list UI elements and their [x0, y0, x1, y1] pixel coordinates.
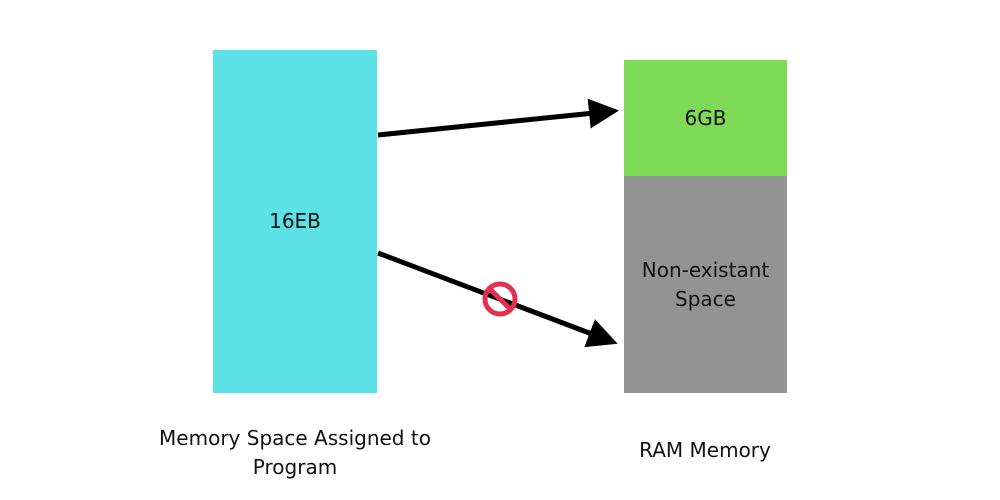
- ram-nonexistent-label: Non-existant Space: [641, 257, 770, 311]
- ram-nonexistent-block: Non-existant Space: [624, 176, 787, 393]
- arrow-to-ram: [377, 98, 619, 138]
- program-memory-block: 16EB: [213, 50, 377, 393]
- ram-available-size: 6GB: [684, 105, 727, 130]
- program-memory-size: 16EB: [269, 209, 321, 233]
- ram-available-block: 6GB: [624, 60, 787, 176]
- prohibited-icon: [482, 281, 518, 317]
- ram-caption: RAM Memory: [639, 438, 771, 462]
- program-caption: Memory Space Assigned to Program: [159, 426, 431, 479]
